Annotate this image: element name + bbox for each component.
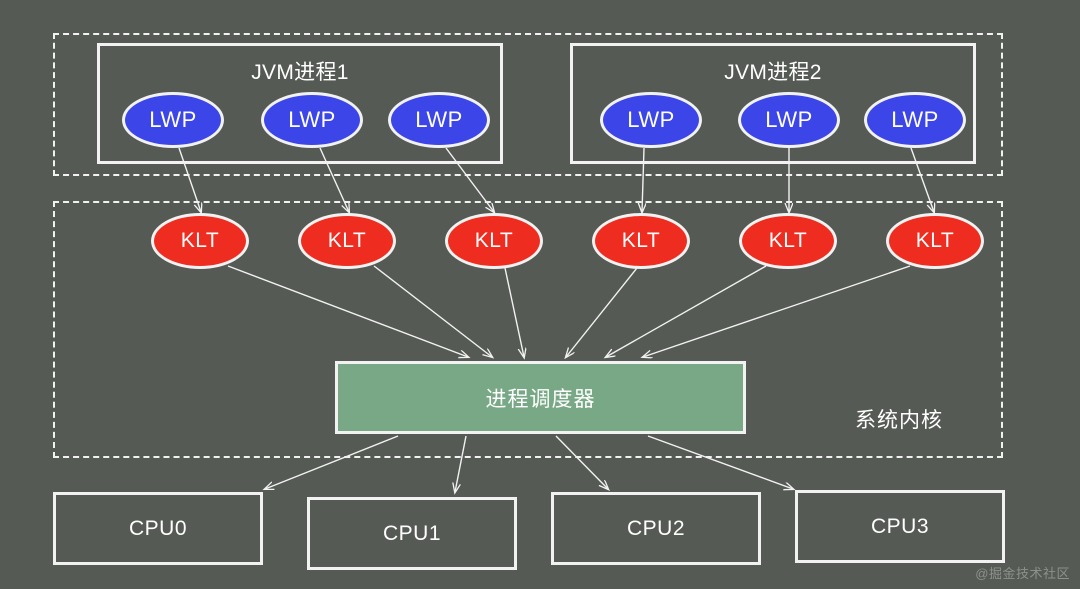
lwp-node-4[interactable]: LWP (600, 92, 702, 148)
lwp-label: LWP (415, 107, 463, 132)
lwp-node-3[interactable]: LWP (388, 92, 490, 148)
klt-node-2[interactable]: KLT (298, 213, 396, 269)
klt-node-3[interactable]: KLT (445, 213, 543, 269)
klt-label: KLT (327, 229, 367, 252)
cpu-box-0[interactable]: CPU0 (53, 492, 263, 565)
klt-label: KLT (180, 229, 220, 252)
watermark: @掘金技术社区 (975, 566, 1070, 581)
klt-label: KLT (621, 229, 661, 252)
lwp-node-5[interactable]: LWP (738, 92, 840, 148)
klt-node-1[interactable]: KLT (151, 213, 249, 269)
kernel-space-region (53, 201, 1003, 458)
klt-node-6[interactable]: KLT (886, 213, 984, 269)
lwp-node-1[interactable]: LWP (122, 92, 224, 148)
process-box-jvm1[interactable]: JVM进程1 (97, 43, 503, 164)
cpu-label: CPU0 (128, 516, 188, 540)
lwp-label: LWP (765, 107, 813, 132)
cpu-box-1[interactable]: CPU1 (307, 497, 517, 570)
process-scheduler-label: 进程调度器 (485, 387, 596, 411)
lwp-label: LWP (149, 107, 197, 132)
process-title-jvm2: JVM进程2 (724, 61, 822, 84)
klt-node-5[interactable]: KLT (739, 213, 837, 269)
process-title-jvm1: JVM进程1 (251, 61, 349, 84)
cpu-box-2[interactable]: CPU2 (551, 492, 761, 565)
process-box-jvm2[interactable]: JVM进程2 (570, 43, 976, 164)
klt-label: KLT (474, 229, 514, 252)
lwp-node-6[interactable]: LWP (864, 92, 966, 148)
user-space-region (53, 33, 1003, 176)
lwp-label: LWP (891, 107, 939, 132)
cpu-box-3[interactable]: CPU3 (795, 490, 1005, 563)
kernel-label: 系统内核 (855, 409, 943, 432)
lwp-node-2[interactable]: LWP (261, 92, 363, 148)
cpu-label: CPU2 (626, 516, 686, 540)
klt-label: KLT (915, 229, 955, 252)
klt-node-4[interactable]: KLT (592, 213, 690, 269)
klt-label: KLT (768, 229, 808, 252)
cpu-label: CPU3 (870, 514, 930, 538)
cpu-label: CPU1 (382, 521, 442, 545)
lwp-label: LWP (288, 107, 336, 132)
lwp-label: LWP (627, 107, 675, 132)
process-scheduler-box[interactable]: 进程调度器 (335, 361, 746, 434)
